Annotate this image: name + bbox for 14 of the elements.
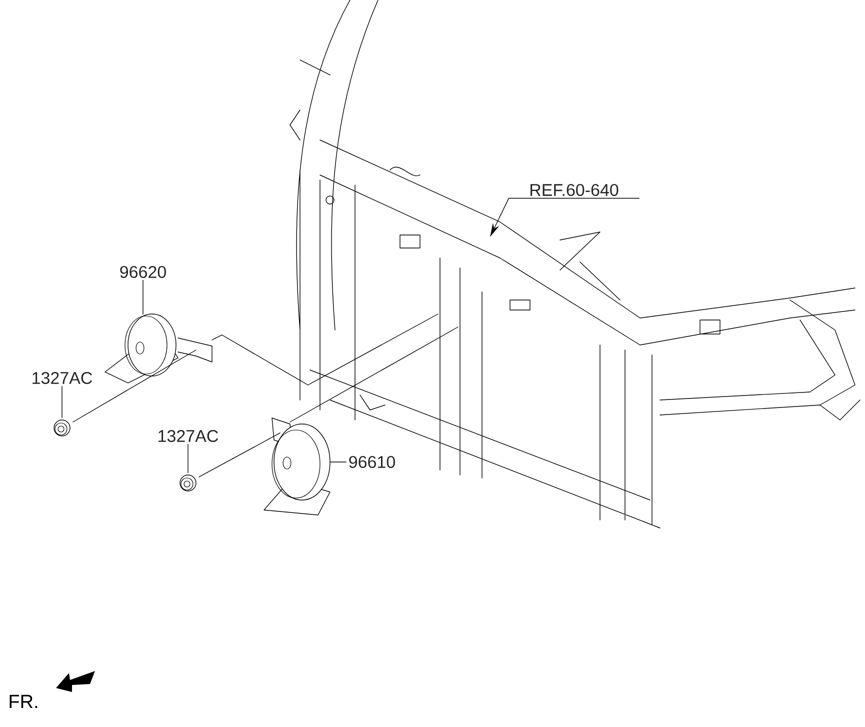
part-number: 96620 [120,266,166,278]
nut-drawing [180,474,196,492]
horn-drawing [104,314,212,384]
assembly-line [290,326,458,422]
nut-drawing [54,420,70,436]
part-number: 1327AC [32,372,92,384]
part-number: 1327AC [158,430,218,442]
horn-drawing [264,418,330,516]
leader-line [142,280,144,315]
assembly-line [212,314,438,386]
radiator-carrier-drawing [290,0,860,528]
front-label: FR. [10,694,38,708]
assembly-line [198,432,280,478]
assembly-line [72,350,196,422]
